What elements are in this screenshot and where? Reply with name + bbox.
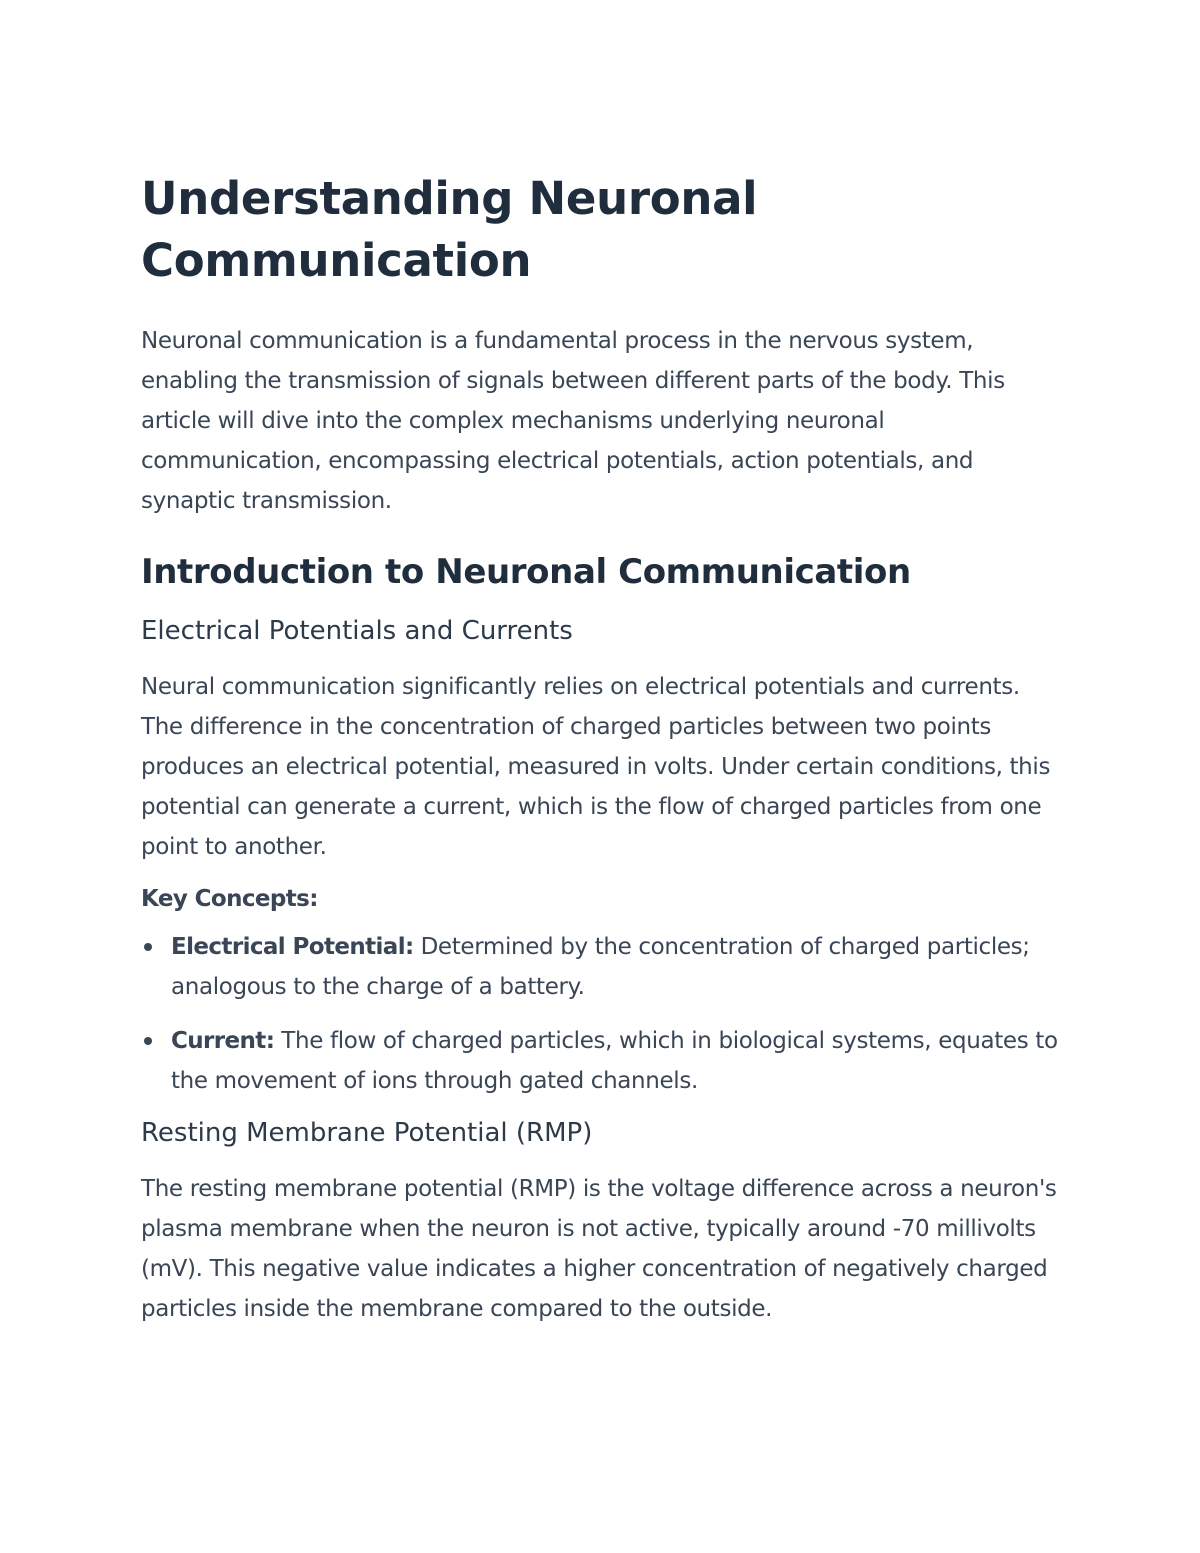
key-concepts-list: Electrical Potential: Determined by the … <box>141 927 1060 1101</box>
list-item: Electrical Potential: Determined by the … <box>141 927 1060 1007</box>
rmp-paragraph: The resting membrane potential (RMP) is … <box>141 1176 1057 1322</box>
concept-term: Electrical Potential: <box>171 934 414 960</box>
bullet-icon <box>144 943 152 951</box>
intro-paragraph: Neuronal communication is a fundamental … <box>141 328 1005 514</box>
concept-term: Current: <box>171 1028 275 1054</box>
electrical-paragraph: Neural communication significantly relie… <box>141 674 1051 860</box>
bullet-icon <box>144 1037 152 1045</box>
list-item: Current: The flow of charged particles, … <box>141 1021 1060 1101</box>
concept-text: Determined by the concentration of charg… <box>171 934 1030 1000</box>
document-title: Understanding Neuronal Communication <box>141 172 758 287</box>
subsection-heading-rmp: Resting Membrane Potential (RMP) <box>141 1118 593 1148</box>
subsection-heading-electrical: Electrical Potentials and Currents <box>141 616 573 646</box>
concept-text: The flow of charged particles, which in … <box>171 1028 1058 1094</box>
section-heading: Introduction to Neuronal Communication <box>141 552 911 592</box>
key-concepts-label: Key Concepts: <box>141 886 318 912</box>
